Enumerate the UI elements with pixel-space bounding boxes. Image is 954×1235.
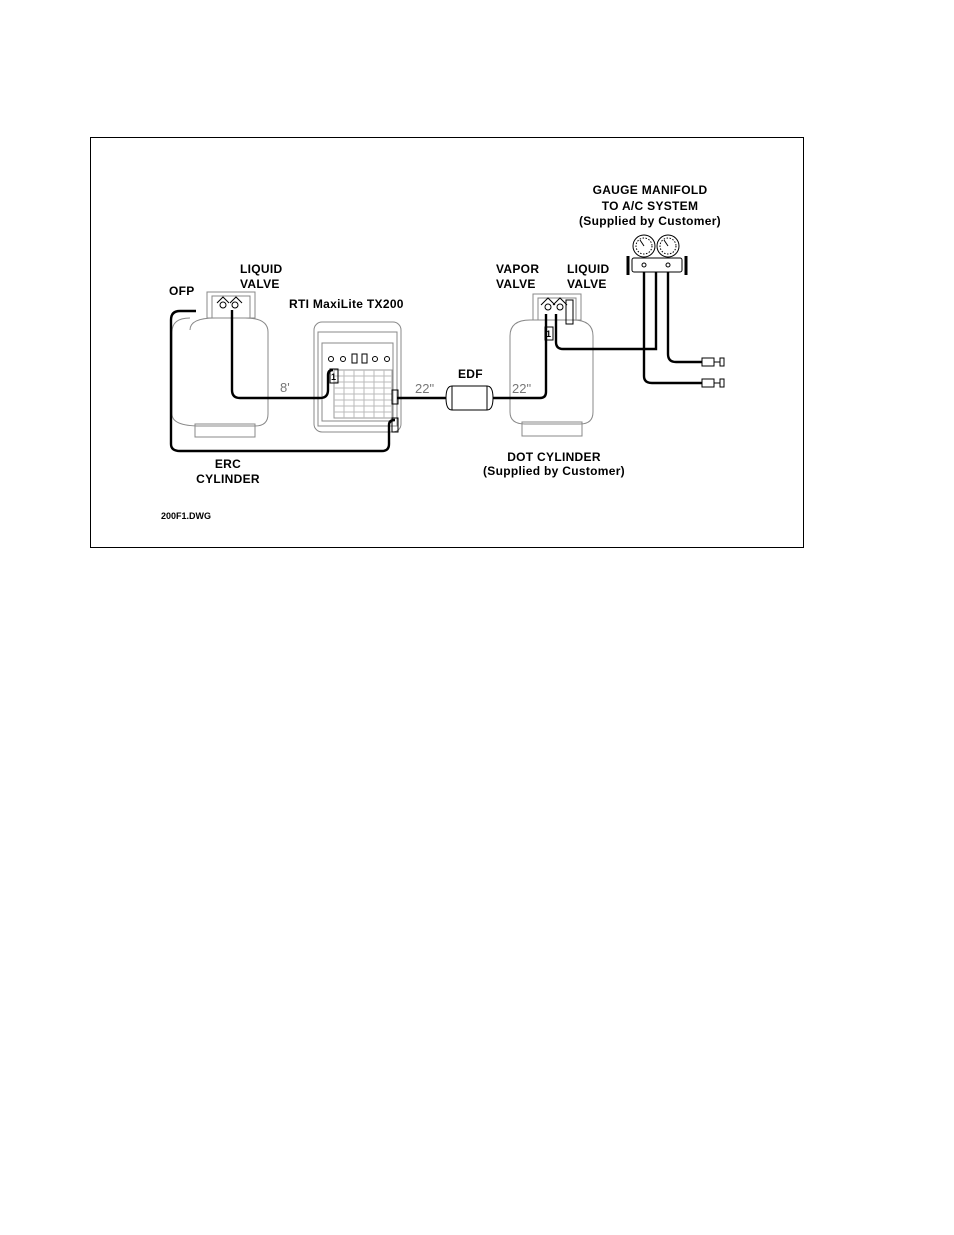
vapor-valve-label-1: VAPOR xyxy=(496,262,539,276)
edf-label: EDF xyxy=(458,367,483,381)
unit-port-marker: 1 xyxy=(331,372,336,382)
rti-unit-label: RTI MaxiLite TX200 xyxy=(289,297,404,311)
service-couplers xyxy=(702,358,724,387)
dot-cylinder-label-1: DOT CYLINDER xyxy=(507,450,601,464)
dot-liquid-valve-label-2: VALVE xyxy=(567,277,607,291)
gauge-manifold xyxy=(628,235,686,275)
erc-liquid-valve-label-2: VALVE xyxy=(240,277,280,291)
drawing-id-label: 200F1.DWG xyxy=(161,511,211,521)
ofp-label: OFP xyxy=(169,284,195,298)
manifold-low-side-hose xyxy=(644,272,702,383)
dot-port-marker: 1 xyxy=(546,329,551,339)
gauge-manifold-label-3: (Supplied by Customer) xyxy=(579,214,721,228)
vapor-valve-label-2: VALVE xyxy=(496,277,536,291)
dot-cylinder xyxy=(510,294,593,436)
gauge-manifold-label-1: GAUGE MANIFOLD xyxy=(593,183,708,197)
erc-cylinder-label-2: CYLINDER xyxy=(196,472,260,486)
length-22in-left-label: 22" xyxy=(415,381,434,396)
erc-cylinder xyxy=(172,292,268,437)
erc-liquid-valve-label-1: LIQUID xyxy=(240,262,282,276)
unit-grille xyxy=(334,370,392,418)
manifold-high-side-hose xyxy=(668,272,702,362)
length-22in-right-label: 22" xyxy=(512,381,531,396)
length-8ft-label: 8' xyxy=(280,380,290,395)
edf-filter xyxy=(446,386,493,410)
dot-cylinder-label-2: (Supplied by Customer) xyxy=(483,464,625,478)
dot-liquid-valve-label-1: LIQUID xyxy=(567,262,609,276)
gauge-manifold-label-2: TO A/C SYSTEM xyxy=(602,199,699,213)
erc-cylinder-label-1: ERC xyxy=(215,457,241,471)
